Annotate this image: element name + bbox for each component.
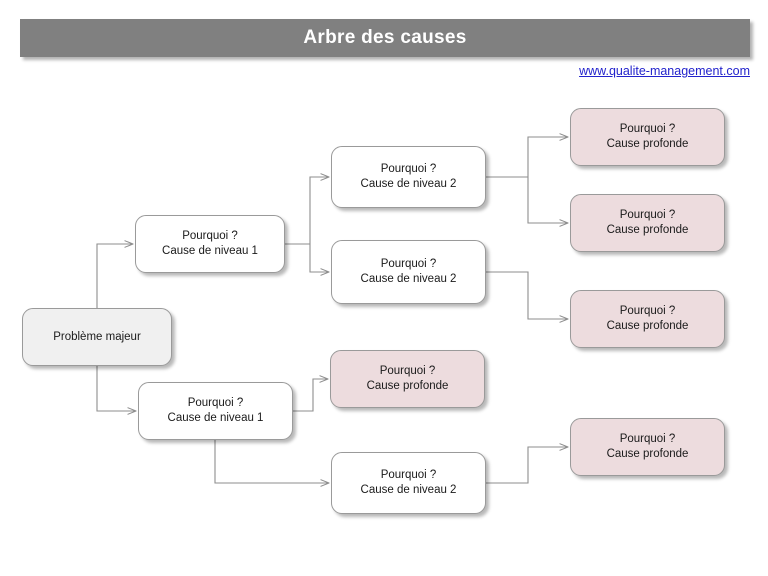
edge-level1-a-to-level2-a <box>309 177 329 244</box>
node-cause-profonde-b[interactable]: Pourquoi ? Cause profonde <box>570 194 725 252</box>
node-cause-niveau-1-a[interactable]: Pourquoi ? Cause de niveau 1 <box>135 215 285 273</box>
node-label-line1: Pourquoi ? <box>182 230 238 242</box>
page-title: Arbre des causes <box>303 27 467 48</box>
node-label-line1: Pourquoi ? <box>619 305 676 317</box>
edge-level1-b-to-root-d <box>293 379 328 412</box>
node-cause-profonde-c[interactable]: Pourquoi ? Cause profonde <box>570 290 725 348</box>
edge-problem-to-level1-b <box>96 366 136 411</box>
node-label-line1: Problème majeur <box>53 330 141 343</box>
edge-level1-a-to-level2-b <box>309 244 329 272</box>
node-label-line1: Pourquoi ? <box>619 209 676 221</box>
node-probleme-majeur[interactable]: Problème majeur <box>22 308 172 366</box>
node-label-line2: Cause profonde <box>606 320 689 332</box>
node-label-line1: Pourquoi ? <box>380 469 437 481</box>
node-label-line2: Cause de niveau 1 <box>162 245 258 257</box>
edge-level2-a-to-root-a <box>527 137 568 177</box>
node-label-line2: Cause profonde <box>366 380 449 392</box>
node-cause-niveau-2-b[interactable]: Pourquoi ? Cause de niveau 2 <box>331 240 486 304</box>
edge-level2-b-to-root-c <box>486 271 568 319</box>
edge-level2-c-to-root-e <box>486 447 568 484</box>
website-link[interactable]: www.qualite-management.com <box>579 64 750 78</box>
node-cause-niveau-2-c[interactable]: Pourquoi ? Cause de niveau 2 <box>331 452 486 514</box>
node-label-line2: Cause de niveau 2 <box>360 484 457 496</box>
title-bar: Arbre des causes <box>20 19 750 57</box>
node-label-line1: Pourquoi ? <box>619 123 676 135</box>
node-label-line1: Pourquoi ? <box>187 397 244 409</box>
node-cause-profonde-e[interactable]: Pourquoi ? Cause profonde <box>570 418 725 476</box>
node-label-line1: Pourquoi ? <box>380 163 437 175</box>
edge-level2-a-to-root-b <box>527 177 568 223</box>
node-label-line1: Pourquoi ? <box>619 433 676 445</box>
node-label-line2: Cause profonde <box>606 448 689 460</box>
node-cause-profonde-d[interactable]: Pourquoi ? Cause profonde <box>330 350 485 408</box>
node-label-line1: Pourquoi ? <box>380 258 437 270</box>
node-label-line2: Cause profonde <box>606 224 689 236</box>
node-label-line1: Pourquoi ? <box>379 365 436 377</box>
node-cause-niveau-2-a[interactable]: Pourquoi ? Cause de niveau 2 <box>331 146 486 208</box>
node-cause-profonde-a[interactable]: Pourquoi ? Cause profonde <box>570 108 725 166</box>
node-label-line2: Cause de niveau 2 <box>360 178 457 190</box>
node-cause-niveau-1-b[interactable]: Pourquoi ? Cause de niveau 1 <box>138 382 293 440</box>
edge-level1-b-to-level2-c <box>214 440 329 483</box>
node-label-line2: Cause profonde <box>606 138 689 150</box>
node-label-line2: Cause de niveau 2 <box>360 273 457 285</box>
edge-problem-to-level1-a <box>96 244 133 308</box>
node-label-line2: Cause de niveau 1 <box>167 412 264 424</box>
